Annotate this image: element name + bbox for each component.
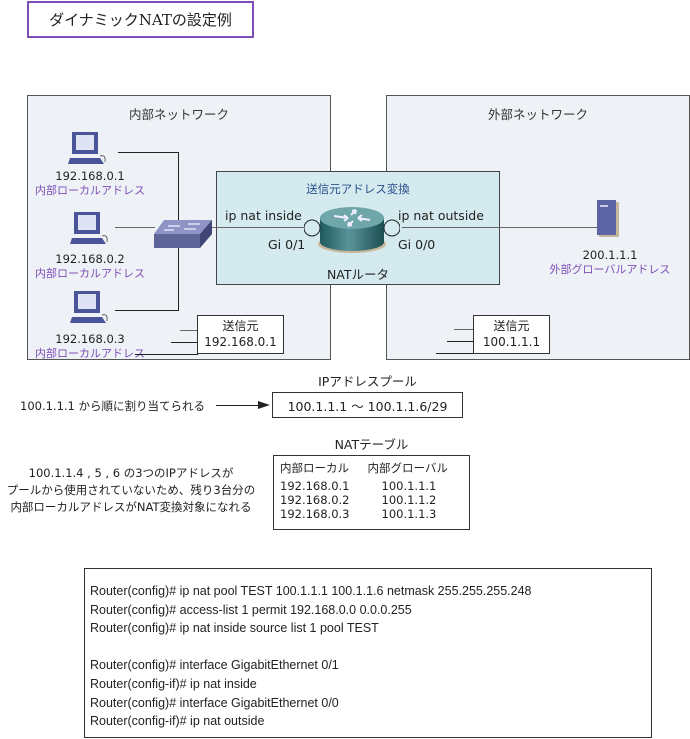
nat-caption: 送信元アドレス変換 bbox=[306, 182, 410, 196]
wire-host1 bbox=[118, 152, 179, 153]
wire-outside-if bbox=[402, 227, 598, 228]
packet-line bbox=[447, 341, 474, 342]
arrow-head-icon bbox=[258, 401, 270, 409]
host-ip: 192.168.0.2 bbox=[55, 252, 125, 266]
packet-line bbox=[454, 329, 474, 330]
router-icon bbox=[304, 207, 400, 253]
note-line: プールから使用されていないため、残り3台分の bbox=[6, 483, 256, 497]
switch-icon bbox=[154, 220, 212, 248]
table-row: 192.168.0.2 100.1.1.2 bbox=[280, 493, 454, 507]
pool-range: 100.1.1.1 ～ 100.1.1.6/29 bbox=[272, 392, 463, 418]
host-pc-icon bbox=[70, 212, 108, 244]
server-ip: 200.1.1.1 bbox=[582, 248, 638, 262]
cli-line: Router(config)# interface GigabitEtherne… bbox=[90, 695, 339, 710]
inside-interface-label: Gi 0/1 bbox=[268, 237, 306, 252]
table-cell: 192.168.0.1 bbox=[280, 479, 350, 493]
packet-line bbox=[436, 353, 474, 354]
inside-network-label: 内部ネットワーク bbox=[128, 107, 229, 122]
packet-line bbox=[135, 354, 198, 355]
server-role: 外部グローバルアドレス bbox=[549, 263, 671, 276]
host-ip: 192.168.0.3 bbox=[55, 332, 125, 346]
packet-label: 送信元 bbox=[222, 319, 259, 333]
arrow-line bbox=[216, 405, 261, 406]
wire-host3 bbox=[115, 310, 179, 311]
diagram-title: ダイナミックNATの設定例 bbox=[27, 1, 254, 38]
cli-line bbox=[90, 638, 651, 657]
cli-line: Router(config)# interface GigabitEtherne… bbox=[90, 658, 339, 673]
wire-host2 bbox=[115, 227, 155, 228]
nat-router-area bbox=[216, 171, 500, 285]
host-role: 内部ローカルアドレス bbox=[35, 267, 145, 280]
packet-address: 192.168.0.1 bbox=[204, 335, 277, 349]
nat-router-name: NATルータ bbox=[326, 267, 390, 282]
table-cell: 192.168.0.2 bbox=[280, 493, 350, 507]
table-row: 192.168.0.1 100.1.1.1 bbox=[280, 479, 454, 493]
nat-table-header: 内部ローカル bbox=[280, 461, 349, 475]
cli-line: Router(config-if)# ip nat outside bbox=[90, 714, 265, 729]
packet-address: 100.1.1.1 bbox=[482, 335, 541, 349]
note-line: 100.1.1.4 , 5 , 6 の3つのIPアドレスが bbox=[28, 466, 234, 480]
wire-host3-vertical bbox=[178, 248, 179, 311]
packet-label: 送信元 bbox=[493, 319, 530, 333]
outside-cmd-label: ip nat outside bbox=[398, 208, 484, 223]
server-icon bbox=[597, 200, 619, 237]
wire-host1-vertical bbox=[178, 152, 179, 222]
outside-network-label: 外部ネットワーク bbox=[487, 107, 588, 122]
host-role: 内部ローカルアドレス bbox=[35, 347, 145, 360]
packet-line bbox=[171, 342, 198, 343]
table-cell: 100.1.1.1 bbox=[381, 479, 437, 493]
host-pc-icon bbox=[70, 291, 108, 323]
note-line: 内部ローカルアドレスがNAT変換対象になれる bbox=[10, 500, 252, 514]
table-cell: 100.1.1.3 bbox=[381, 507, 437, 521]
table-row: 192.168.0.3 100.1.1.3 bbox=[280, 507, 454, 521]
nat-table-title: NATテーブル bbox=[334, 437, 409, 452]
pool-title: IPアドレスプール bbox=[318, 374, 417, 389]
pool-note: 100.1.1.1 から順に割り当てられる bbox=[20, 399, 206, 413]
wire-inside-if bbox=[213, 227, 305, 228]
cli-line: Router(config)# ip nat pool TEST 100.1.1… bbox=[90, 584, 532, 598]
inside-source-packet: 送信元 192.168.0.1 bbox=[197, 315, 284, 354]
host-pc-icon bbox=[68, 132, 106, 164]
host-ip: 192.168.0.1 bbox=[55, 169, 125, 183]
cli-line: Router(config)# access-list 1 permit 192… bbox=[90, 602, 412, 617]
table-cell: 100.1.1.2 bbox=[381, 493, 437, 507]
nat-table: 内部ローカル 内部グローバル 192.168.0.1 100.1.1.1 192… bbox=[273, 455, 470, 530]
host-role: 内部ローカルアドレス bbox=[35, 184, 145, 197]
cli-line: Router(config)# ip nat inside source lis… bbox=[90, 621, 379, 636]
nat-table-header: 内部グローバル bbox=[367, 461, 448, 475]
cli-line: Router(config-if)# ip nat inside bbox=[90, 676, 257, 691]
outside-source-packet: 送信元 100.1.1.1 bbox=[473, 315, 550, 354]
cli-config-box: Router(config)# ip nat pool TEST 100.1.1… bbox=[84, 568, 652, 738]
inside-cmd-label: ip nat inside bbox=[225, 208, 302, 223]
outside-interface-label: Gi 0/0 bbox=[398, 237, 436, 252]
nat-table-note: 100.1.1.4 , 5 , 6 の3つのIPアドレスが プールから使用されて… bbox=[0, 465, 262, 516]
table-cell: 192.168.0.3 bbox=[280, 507, 350, 521]
packet-line bbox=[180, 330, 198, 331]
